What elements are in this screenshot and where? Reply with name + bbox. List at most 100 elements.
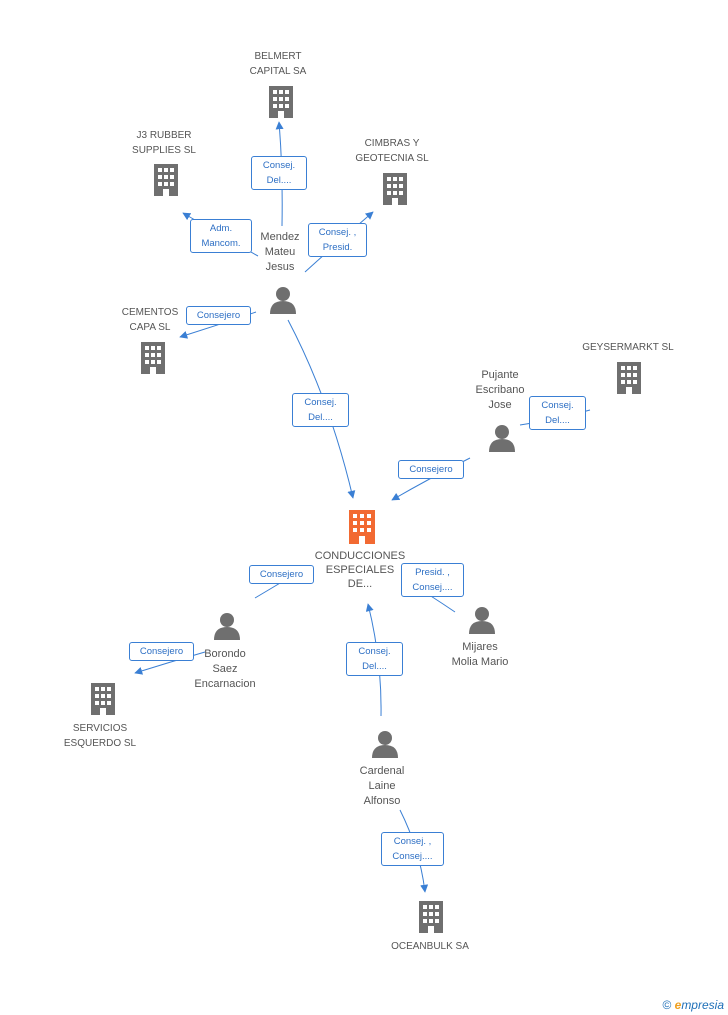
person-label-line: Alfonso (363, 795, 401, 807)
person-node-mendez[interactable] (269, 286, 297, 314)
main-company-node[interactable] (346, 510, 378, 544)
person-label-mendez: Mendez Mateu Jesus (240, 230, 320, 275)
edge-label-mijares-main[interactable]: Presid. , Consej.... (401, 563, 464, 597)
edge-label-line: Mancom. (201, 238, 241, 249)
edge-label-line: Consej. (541, 400, 574, 411)
company-node-cementos[interactable] (138, 342, 168, 374)
person-label-pujante: Pujante Escribano Jose (460, 368, 540, 413)
person-label-line: Borondo (204, 648, 246, 660)
company-node-servicios[interactable] (88, 683, 118, 715)
company-label-belmert: BELMERT CAPITAL SA (228, 49, 328, 79)
main-company-label-line: DE... (347, 578, 373, 590)
edge-label-mendez-main[interactable]: Consej. Del.... (292, 393, 349, 427)
edge-label-mendez-cementos[interactable]: Consejero (186, 306, 251, 325)
building-icon (349, 510, 375, 544)
company-label-line: SERVICIOS (72, 723, 128, 734)
edge-label-cardenal-main[interactable]: Consej. Del.... (346, 642, 403, 676)
company-node-j3rubber[interactable] (151, 164, 181, 196)
person-label-line: Encarnacion (194, 678, 256, 690)
edge-label-line: Consej. , (318, 227, 357, 238)
edge-label-line: Consejero (409, 464, 453, 475)
edge-label-line: Consejero (259, 569, 304, 580)
edge-label-borondo-main[interactable]: Consejero (249, 565, 314, 584)
company-label-line: GEOTECNIA SL (355, 153, 429, 164)
edge-label-cardenal-oceanbulk[interactable]: Consej. , Consej.... (381, 832, 444, 866)
company-label-line: CAPA SL (129, 322, 171, 333)
edge-label-line: Consej. (304, 397, 337, 408)
person-icon (270, 287, 296, 314)
person-icon (489, 425, 515, 452)
person-label-line: Mateu (264, 246, 296, 258)
edge-borondo-servicios (134, 651, 206, 675)
building-icon (141, 342, 165, 374)
edge-label-borondo-servicios[interactable]: Consejero (129, 642, 194, 661)
brand-logo-text: mpresia (681, 998, 724, 1012)
person-label-line: Molia Mario (451, 656, 509, 668)
company-label-line: CAPITAL SA (249, 66, 307, 77)
person-label-line: Mijares (462, 641, 498, 653)
person-node-borondo[interactable] (213, 612, 241, 640)
company-label-cementos: CEMENTOS CAPA SL (100, 305, 200, 335)
main-company-label-line: CONDUCCIONES (314, 550, 406, 562)
person-node-mijares[interactable] (468, 606, 496, 634)
edge-label-line: Del.... (362, 661, 387, 672)
edge-label-pujante-geysermarkt[interactable]: Consej. Del.... (529, 396, 586, 430)
edge-label-line: Consej.... (412, 582, 453, 593)
person-label-line: Escribano (475, 384, 525, 396)
company-label-cimbras: CIMBRAS Y GEOTECNIA SL (342, 136, 442, 166)
brand-logo-letter: e (674, 998, 682, 1012)
edge-label-pujante-main[interactable]: Consejero (398, 460, 464, 479)
person-icon (214, 613, 240, 640)
building-icon (91, 683, 115, 715)
company-label-line: BELMERT (254, 51, 302, 62)
company-node-belmert[interactable] (266, 86, 296, 118)
edge-label-mendez-j3rubber[interactable]: Adm. Mancom. (190, 219, 252, 253)
person-label-line: Cardenal (359, 765, 405, 777)
company-label-line: OCEANBULK SA (391, 941, 469, 952)
person-label-line: Jose (488, 399, 512, 411)
company-label-line: ESQUERDO SL (63, 738, 137, 749)
person-icon (469, 607, 495, 634)
person-label-line: Saez (212, 663, 238, 675)
building-icon (419, 901, 443, 933)
edge-label-mendez-cimbras[interactable]: Consej. , Presid. (308, 223, 367, 257)
edge-label-line: Consej. , (393, 836, 432, 847)
edge-label-line: Presid. , (415, 567, 450, 578)
edge-label-line: Del.... (545, 415, 570, 426)
company-node-oceanbulk[interactable] (416, 901, 446, 933)
edge-label-line: Consej. (262, 160, 296, 171)
edge-label-line: Del.... (266, 175, 292, 186)
edge-label-line: Consejero (196, 310, 241, 321)
person-node-cardenal[interactable] (371, 730, 399, 758)
company-label-line: CEMENTOS (121, 307, 179, 318)
company-label-line: SUPPLIES SL (132, 145, 196, 156)
person-label-line: Pujante (481, 369, 519, 381)
main-company-label: CONDUCCIONES ESPECIALES DE... (295, 549, 425, 591)
person-label-line: Mendez (260, 231, 300, 243)
edge-label-mendez-belmert[interactable]: Consej. Del.... (251, 156, 307, 190)
building-icon (617, 362, 641, 394)
person-label-borondo: Borondo Saez Encarnacion (180, 647, 270, 692)
edge-label-line: Consejero (139, 646, 184, 657)
edge-label-line: Presid. (322, 242, 353, 253)
copyright-icon: © (662, 998, 672, 1012)
edge-label-line: Consej. (358, 646, 391, 657)
company-node-geysermarkt[interactable] (614, 362, 644, 394)
company-label-line: CIMBRAS Y (364, 138, 420, 149)
person-label-line: Laine (368, 780, 396, 792)
company-label-geysermarkt: GEYSERMARKT SL (573, 340, 683, 355)
edge-label-line: Adm. (209, 223, 233, 234)
company-label-servicios: SERVICIOS ESQUERDO SL (50, 721, 150, 751)
edge-label-line: Del.... (308, 412, 333, 423)
company-label-oceanbulk: OCEANBULK SA (380, 939, 480, 954)
person-label-cardenal: Cardenal Laine Alfonso (342, 764, 422, 809)
person-icon (372, 731, 398, 758)
building-icon (154, 164, 178, 196)
person-node-pujante[interactable] (488, 424, 516, 452)
building-icon (383, 173, 407, 205)
building-icon (269, 86, 293, 118)
company-label-j3rubber: J3 RUBBER SUPPLIES SL (114, 128, 214, 158)
company-node-cimbras[interactable] (380, 173, 410, 205)
brand-footer[interactable]: © empresia (662, 998, 724, 1012)
